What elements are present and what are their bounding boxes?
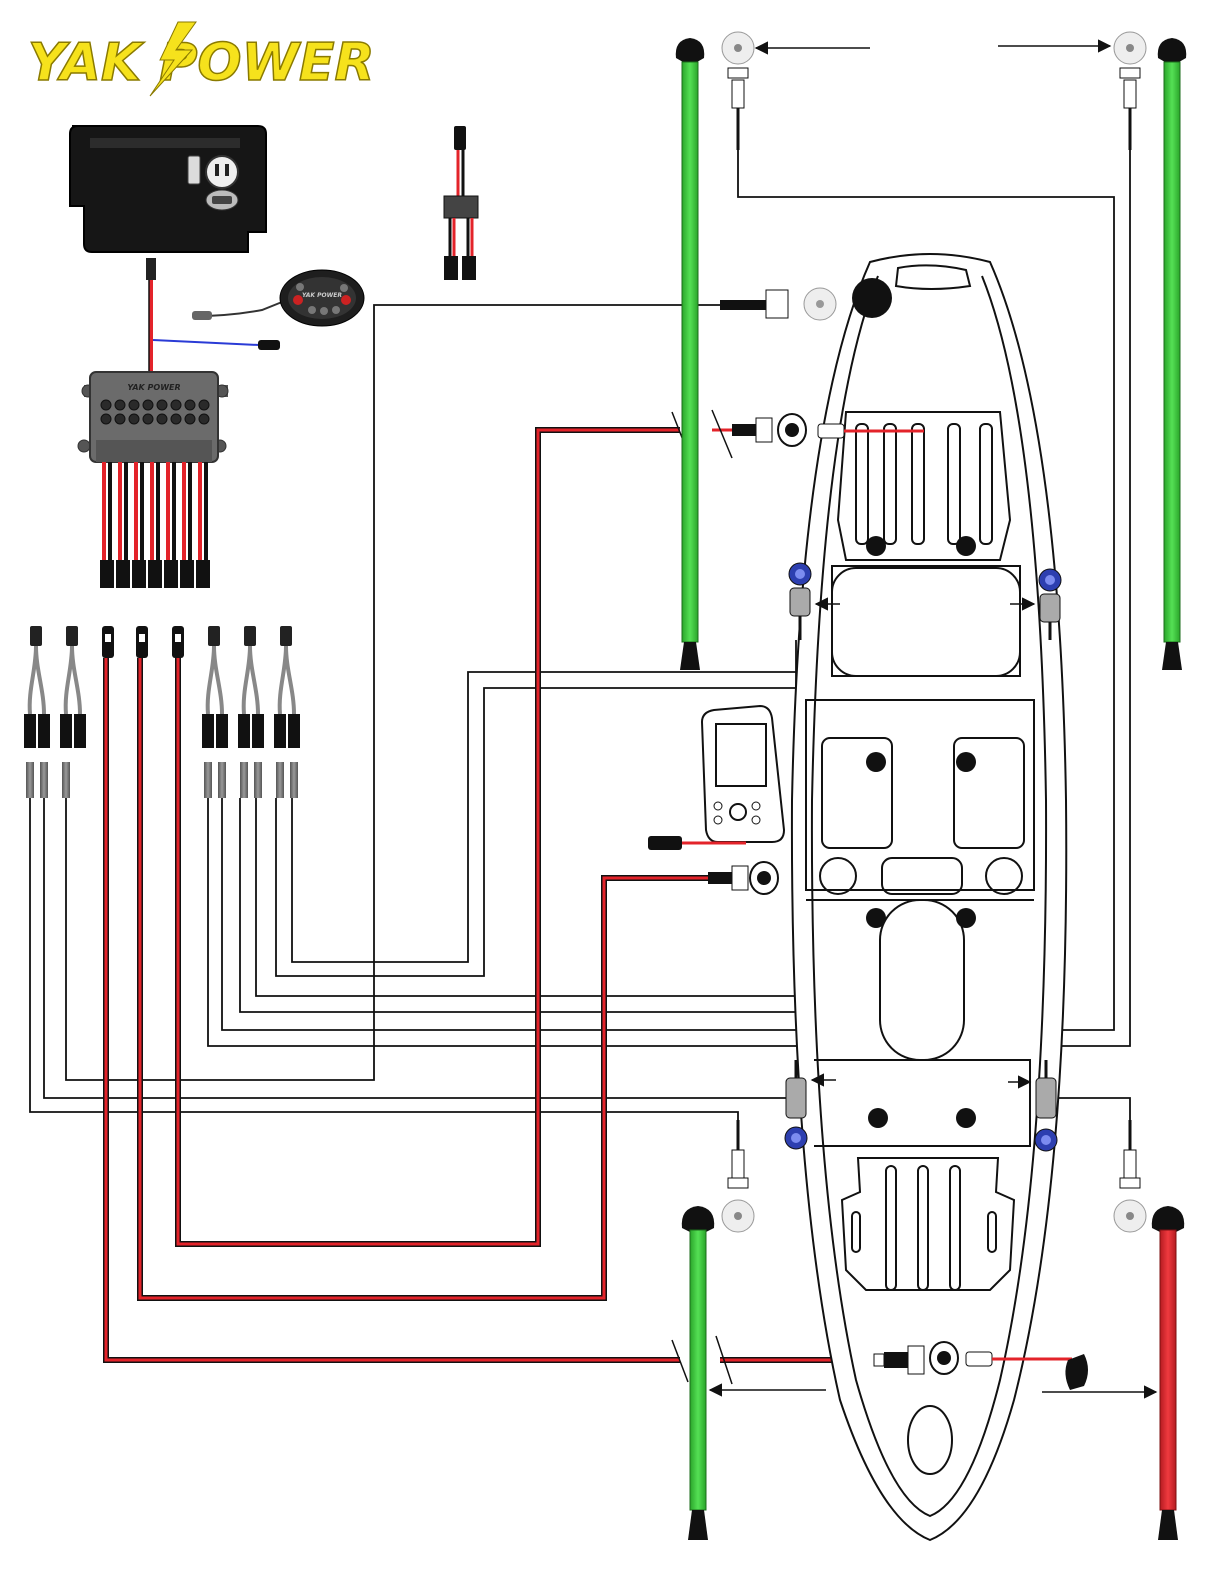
light-base-rear-right [1114,1120,1146,1232]
sae-y-splitter [444,126,478,280]
sae-plug-3 [172,626,184,658]
y-plug-3 [202,626,228,798]
wireless-remote: YAK POWER [192,270,364,326]
power-switch-icon [188,156,200,184]
light-base-front-right [1114,32,1146,150]
switch-module: YAK POWER [78,372,228,588]
sae-plug-1 [102,626,114,658]
light-pole-front-right [1158,38,1186,670]
sae-port-middle [708,862,778,894]
y-plug-4 [238,626,264,798]
kayak [792,254,1066,1540]
remote-logo-text: YAK POWER [302,292,342,299]
light-base-rear-left [722,1120,754,1232]
light-base-front-left [722,32,754,150]
power-box [70,126,266,252]
light-pole-rear-right [1152,1206,1184,1540]
y-plug-1 [24,626,50,798]
light-pole-rear-left [682,1206,714,1540]
module-logo-text: YAK POWER [127,383,180,392]
fish-finder [648,706,784,850]
power-outlet-icon [206,156,238,188]
connector-plugs [24,626,300,798]
y-plug-2 [60,626,86,798]
socket-top [720,288,836,320]
light-pole-front-left [676,38,704,670]
sae-plug-2 [136,626,148,658]
logo-text: YAK POWER [28,33,375,93]
yakpower-logo: YAK POWER [28,22,375,96]
y-plug-5 [274,626,300,798]
